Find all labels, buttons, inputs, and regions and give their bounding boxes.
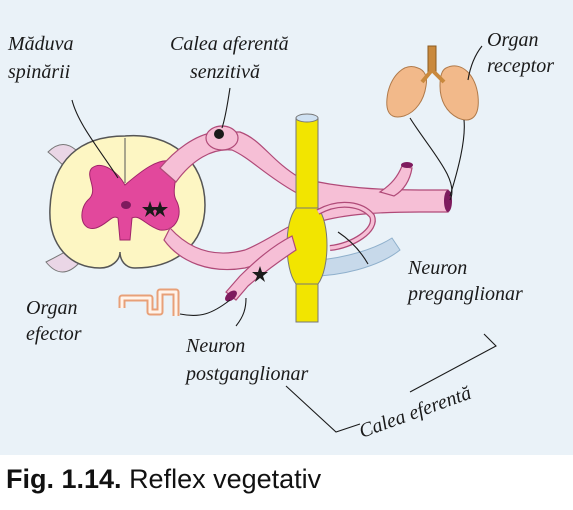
leader-receptor-lower bbox=[450, 120, 464, 196]
ganglion-chain-top bbox=[296, 114, 318, 122]
label-preganglionic-line2: preganglionar bbox=[406, 283, 523, 305]
bronchi bbox=[422, 70, 444, 82]
label-receptor-line2: receptor bbox=[487, 55, 554, 77]
ganglion-chain-upper bbox=[296, 118, 318, 208]
leader-postganglionic bbox=[236, 298, 246, 326]
leader-afferent bbox=[222, 88, 230, 128]
label-afferent-line2: senzitivă bbox=[190, 61, 260, 83]
label-postganglionic-line1: Neuron bbox=[185, 335, 245, 357]
label-effector-line2: efector bbox=[26, 323, 82, 345]
ganglion-chain-lower bbox=[296, 284, 318, 322]
leader-effector bbox=[180, 300, 230, 315]
label-spinal-cord-line1: Măduva bbox=[7, 33, 74, 55]
branch-cut-end bbox=[401, 162, 413, 168]
caption-text: Reflex vegetativ bbox=[129, 464, 321, 494]
label-receptor-line1: Organ bbox=[487, 29, 538, 51]
label-efferent: Calea eferentă bbox=[356, 382, 474, 443]
autonomic-reflex-diagram: Măduva spinării Calea aferentă senzitivă… bbox=[0, 0, 573, 455]
leader-receptor-left bbox=[410, 118, 452, 200]
caption-number: Fig. 1.14. bbox=[6, 464, 122, 494]
trachea bbox=[428, 46, 436, 72]
figure-caption: Fig. 1.14. Reflex vegetativ bbox=[6, 464, 321, 495]
label-afferent-line1: Calea aferentă bbox=[170, 33, 289, 55]
left-lung bbox=[387, 67, 427, 117]
label-postganglionic-line2: postganglionar bbox=[184, 363, 308, 385]
sensory-neuron-body bbox=[214, 129, 224, 139]
central-canal bbox=[121, 201, 131, 209]
label-effector-line1: Organ bbox=[26, 297, 77, 319]
label-spinal-cord-line2: spinării bbox=[8, 61, 70, 83]
label-preganglionic-line1: Neuron bbox=[407, 257, 467, 279]
right-lung bbox=[440, 66, 478, 120]
